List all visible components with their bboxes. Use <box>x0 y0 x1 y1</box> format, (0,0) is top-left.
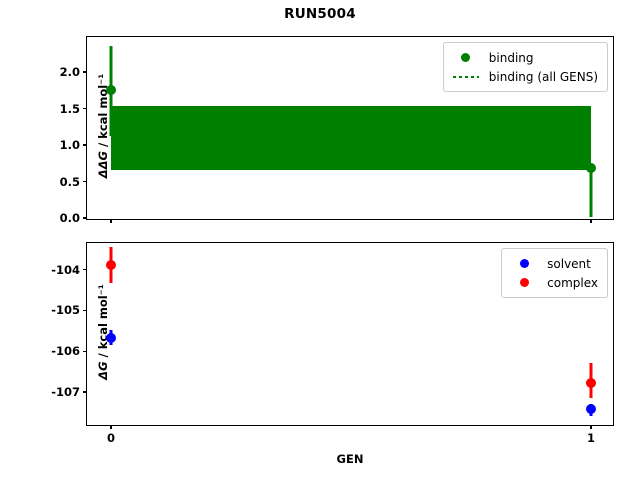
x-tick-mark <box>110 425 112 429</box>
data-point-marker[interactable] <box>106 332 116 343</box>
y-tick-label: -104 <box>51 262 80 277</box>
x-tick-mark <box>590 219 592 223</box>
y-tick-mark <box>83 268 87 271</box>
top-panel-plot-area <box>87 37 613 219</box>
x-tick-label: 0 <box>106 431 116 445</box>
y-tick-mark <box>83 180 87 183</box>
x-tick-label: 1 <box>586 431 596 445</box>
legend-label: complex <box>547 275 598 290</box>
y-tick-label: -105 <box>51 303 80 318</box>
legend-entry[interactable]: binding (all GENS) <box>451 67 598 86</box>
x-tick-mark <box>590 425 592 429</box>
figure-title: RUN5004 <box>284 6 356 22</box>
y-tick-mark <box>83 107 87 110</box>
error-bar <box>589 166 593 217</box>
x-axis-label: GEN <box>336 452 364 466</box>
legend-label: binding (all GENS) <box>488 69 598 84</box>
data-point-marker[interactable] <box>586 163 596 174</box>
legend-label: solvent <box>547 256 591 271</box>
data-point-marker[interactable] <box>106 259 116 270</box>
y-tick-label: 0.0 <box>59 211 80 226</box>
y-tick-mark <box>83 71 87 73</box>
dotted-line-icon <box>451 75 481 78</box>
y-tick-label: 2.0 <box>59 65 80 80</box>
circle-marker-icon <box>509 278 539 287</box>
data-point-marker[interactable] <box>106 85 116 96</box>
x-tick-mark <box>110 219 112 223</box>
y-tick-label: 1.5 <box>59 101 80 116</box>
y-tick-label: -106 <box>51 344 80 359</box>
circle-marker-icon <box>451 53 481 62</box>
data-point-marker[interactable] <box>586 404 596 415</box>
bottom-panel-plot-area <box>87 243 613 425</box>
y-tick-mark <box>83 309 87 312</box>
y-tick-mark <box>83 350 87 353</box>
y-tick-mark <box>83 391 87 394</box>
data-point-marker[interactable] <box>586 378 596 389</box>
binding-all-gens-band <box>111 106 591 170</box>
y-tick-mark <box>83 144 87 146</box>
y-tick-label: 0.5 <box>59 174 80 189</box>
circle-marker-icon <box>509 259 539 268</box>
y-tick-label: -107 <box>51 385 80 400</box>
top-panel-legend[interactable]: binding binding (all GENS) <box>442 42 608 92</box>
legend-entry[interactable]: complex <box>509 273 598 292</box>
legend-label: binding <box>488 50 534 65</box>
y-tick-label: 1.0 <box>59 138 80 153</box>
legend-entry[interactable]: binding <box>451 48 598 67</box>
y-tick-mark <box>83 217 87 219</box>
legend-entry[interactable]: solvent <box>509 254 598 273</box>
bottom-panel-legend[interactable]: solvent complex <box>501 248 608 298</box>
